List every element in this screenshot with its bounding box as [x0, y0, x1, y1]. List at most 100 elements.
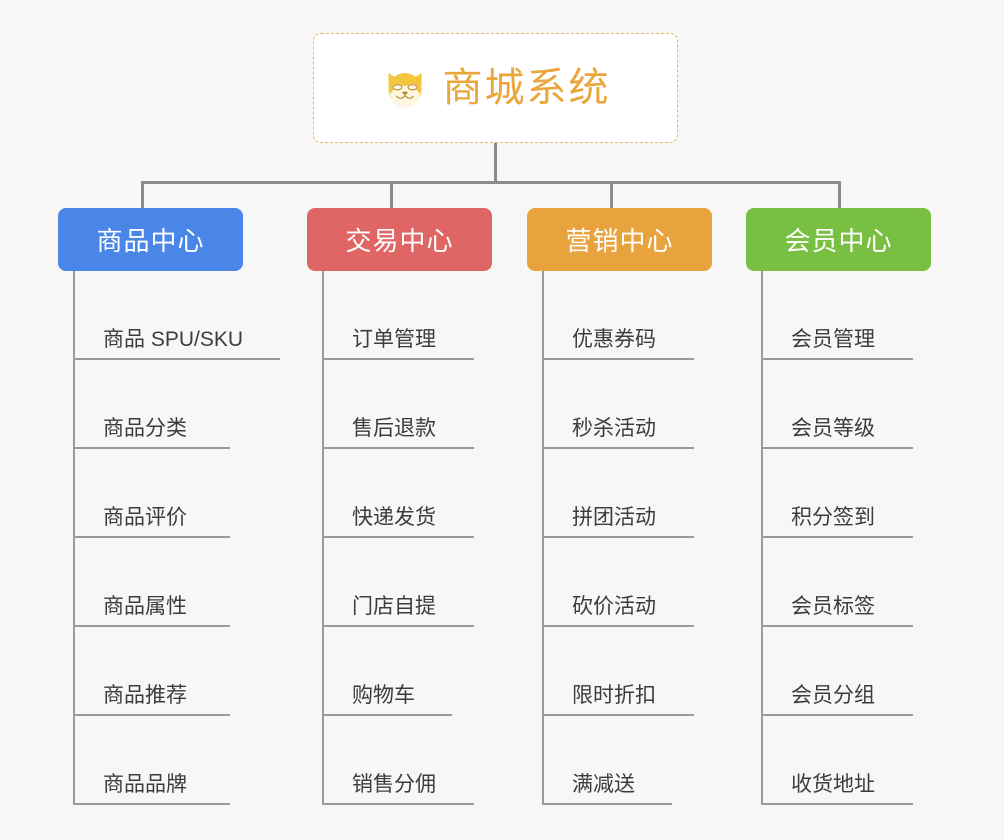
- category-item-label: 满减送: [572, 773, 635, 796]
- category-item-label: 商品推荐: [103, 684, 187, 707]
- category-item[interactable]: 商品评价: [58, 449, 243, 538]
- category-item[interactable]: 收货地址: [746, 716, 931, 805]
- category-item-label: 购物车: [352, 684, 415, 707]
- category-item-rule: [761, 625, 913, 627]
- category-item-label: 限时折扣: [572, 684, 656, 707]
- category-item-label: 商品 SPU/SKU: [103, 328, 244, 351]
- category-header-label: 交易中心: [345, 226, 454, 256]
- category-spine: [73, 271, 75, 805]
- category-item[interactable]: 会员标签: [746, 538, 931, 627]
- category-item-label: 优惠券码: [572, 328, 656, 351]
- category-item-rule: [542, 447, 694, 449]
- category-item[interactable]: 限时折扣: [527, 627, 712, 716]
- category-header[interactable]: 商品中心: [58, 208, 243, 271]
- category-item-label: 收货地址: [791, 773, 875, 796]
- category-item[interactable]: 积分签到: [746, 449, 931, 538]
- category-spine: [322, 271, 324, 805]
- connector-drop-4: [838, 181, 841, 208]
- category-item-label: 商品属性: [103, 595, 187, 618]
- category-item-label: 会员管理: [791, 328, 875, 351]
- category-column-1: 商品中心商品 SPU/SKU 商品分类商品评价商品属性商品推荐商品品牌: [58, 208, 280, 805]
- category-item-rule: [761, 536, 913, 538]
- category-item-label: 销售分佣: [352, 773, 436, 796]
- category-item[interactable]: 会员等级: [746, 360, 931, 449]
- category-header[interactable]: 交易中心: [307, 208, 492, 271]
- dog-face-icon: [381, 64, 429, 112]
- category-item[interactable]: 会员分组: [746, 627, 931, 716]
- category-item[interactable]: 商品分类: [58, 360, 243, 449]
- category-item[interactable]: 商品品牌: [58, 716, 243, 805]
- category-header-label: 会员中心: [784, 226, 893, 256]
- root-title: 商城系统: [442, 66, 611, 110]
- category-item[interactable]: 拼团活动: [527, 449, 712, 538]
- category-item-rule: [73, 714, 230, 716]
- connector-bus: [141, 181, 841, 184]
- category-item-list: 商品 SPU/SKU 商品分类商品评价商品属性商品推荐商品品牌: [58, 271, 280, 805]
- category-item-label: 秒杀活动: [572, 417, 656, 440]
- root-node-shop-system[interactable]: 商城系统: [313, 33, 678, 143]
- category-column-4: 会员中心会员管理会员等级积分签到会员标签会员分组收货地址: [746, 208, 931, 805]
- category-column-2: 交易中心订单管理售后退款快递发货门店自提购物车销售分佣: [307, 208, 492, 805]
- category-item[interactable]: 秒杀活动: [527, 360, 712, 449]
- category-item-label: 砍价活动: [572, 595, 656, 618]
- category-spine: [761, 271, 763, 805]
- category-item[interactable]: 商品推荐: [58, 627, 243, 716]
- category-item-label: 门店自提: [352, 595, 436, 618]
- category-header-label: 商品中心: [96, 226, 205, 256]
- category-header[interactable]: 营销中心: [527, 208, 712, 271]
- category-item-label: 商品品牌: [103, 773, 187, 796]
- category-item-label: 会员等级: [791, 417, 875, 440]
- category-item-list: 会员管理会员等级积分签到会员标签会员分组收货地址: [746, 271, 931, 805]
- category-item-rule: [73, 803, 230, 805]
- category-item[interactable]: 满减送: [527, 716, 712, 805]
- category-item[interactable]: 优惠券码: [527, 271, 712, 360]
- category-item-list: 优惠券码秒杀活动拼团活动砍价活动限时折扣满减送: [527, 271, 712, 805]
- category-item-label: 订单管理: [352, 328, 436, 351]
- category-item-rule: [73, 536, 230, 538]
- category-item[interactable]: 会员管理: [746, 271, 931, 360]
- category-item-rule: [322, 625, 474, 627]
- category-item-rule: [542, 536, 694, 538]
- category-item-label: 会员分组: [791, 684, 875, 707]
- category-column-3: 营销中心优惠券码秒杀活动拼团活动砍价活动限时折扣满减送: [527, 208, 712, 805]
- category-item-list: 订单管理售后退款快递发货门店自提购物车销售分佣: [307, 271, 492, 805]
- category-item-label: 会员标签: [791, 595, 875, 618]
- connector-trunk: [494, 143, 497, 183]
- category-item-rule: [761, 447, 913, 449]
- category-item-label: 快递发货: [352, 506, 436, 529]
- category-item-rule: [542, 358, 694, 360]
- category-item-rule: [322, 358, 474, 360]
- category-item-label: 售后退款: [352, 417, 436, 440]
- category-item-rule: [73, 447, 230, 449]
- category-item[interactable]: 订单管理: [307, 271, 492, 360]
- category-item[interactable]: 售后退款: [307, 360, 492, 449]
- connector-drop-3: [610, 181, 613, 208]
- category-item-rule: [542, 625, 694, 627]
- category-item[interactable]: 商品 SPU/SKU: [58, 271, 280, 360]
- category-item-rule: [73, 625, 230, 627]
- category-item[interactable]: 商品属性: [58, 538, 243, 627]
- category-item-label: 拼团活动: [572, 506, 656, 529]
- category-item-rule: [761, 803, 913, 805]
- category-item-label: 商品分类: [103, 417, 187, 440]
- category-item[interactable]: 门店自提: [307, 538, 492, 627]
- category-item-label: 积分签到: [791, 506, 875, 529]
- category-item[interactable]: 快递发货: [307, 449, 492, 538]
- category-header[interactable]: 会员中心: [746, 208, 931, 271]
- category-item-rule: [542, 714, 694, 716]
- category-item-rule: [322, 714, 452, 716]
- category-item-rule: [761, 358, 913, 360]
- connector-drop-1: [141, 181, 144, 208]
- category-item-rule: [542, 803, 672, 805]
- category-item[interactable]: 销售分佣: [307, 716, 492, 805]
- category-item[interactable]: 砍价活动: [527, 538, 712, 627]
- category-header-label: 营销中心: [565, 226, 674, 256]
- category-item[interactable]: 购物车: [307, 627, 492, 716]
- category-spine: [542, 271, 544, 805]
- category-item-rule: [322, 803, 474, 805]
- category-item-rule: [322, 536, 474, 538]
- category-item-rule: [761, 714, 913, 716]
- category-item-rule: [322, 447, 474, 449]
- category-item-rule: [73, 358, 280, 360]
